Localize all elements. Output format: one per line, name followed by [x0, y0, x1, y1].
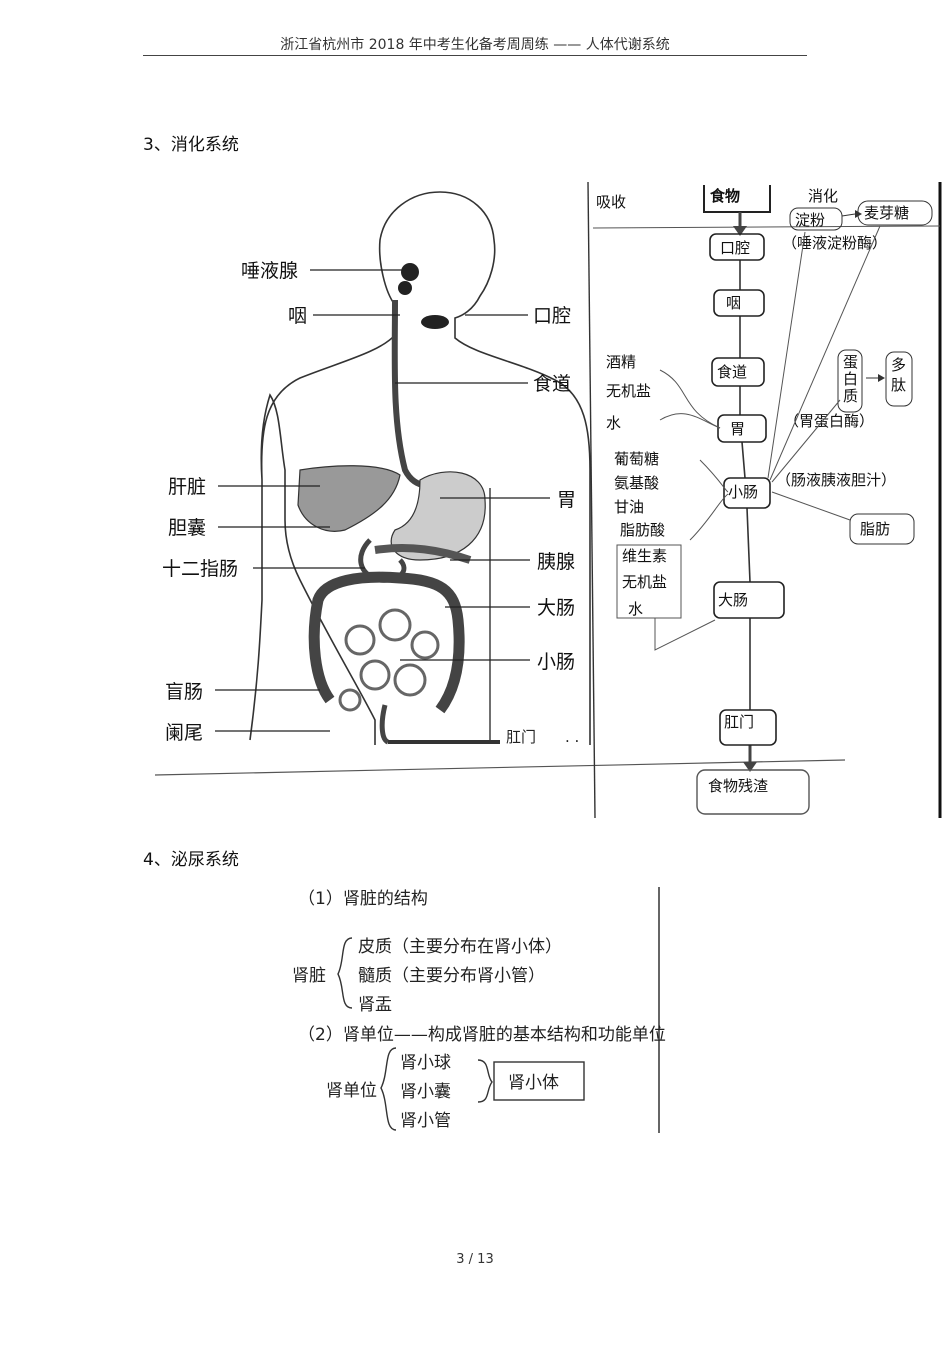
svg-text:质: 质 — [843, 387, 858, 405]
flow-food: 食物 — [710, 187, 740, 205]
label-stomach: 胃 — [557, 489, 576, 511]
label-mouth: 口腔 — [533, 305, 571, 327]
nephron-brace — [380, 1047, 397, 1131]
label-anus: 肛门 — [506, 728, 536, 746]
kidney-item-pelvis: 肾盂 — [358, 995, 392, 1015]
small-intestine-shape — [338, 608, 440, 712]
label-gallbladder: 胆囊 — [168, 517, 206, 539]
flow-fat: 脂肪 — [860, 520, 890, 538]
nephron-item-capsule: 肾小囊 — [400, 1082, 451, 1102]
flow-pharynx: 咽 — [726, 294, 741, 312]
nephron-heading: （2）肾单位——构成肾脏的基本结构和功能单位 — [298, 1025, 666, 1045]
stomach-shape — [390, 471, 486, 561]
flow-starch: 淀粉 — [795, 211, 825, 229]
large-intestine-shape — [308, 571, 465, 714]
svg-text:肽: 肽 — [891, 376, 906, 394]
flow-anus: 肛门 — [724, 713, 754, 731]
label-appendix: 阑尾 — [165, 722, 203, 744]
page-number: 3 / 13 — [456, 1252, 494, 1267]
label-salivary-gland: 唾液腺 — [241, 260, 298, 282]
kidney-item-cortex: 皮质（主要分布在肾小体） — [358, 937, 562, 957]
label-large-intestine: 大肠 — [537, 597, 575, 619]
flow-stomach: 胃 — [730, 420, 745, 438]
kidney-root: 肾脏 — [292, 966, 326, 986]
flow-large-intestine: 大肠 — [718, 591, 748, 609]
abs-salts-2: 无机盐 — [622, 573, 667, 591]
svg-text:白: 白 — [843, 370, 858, 388]
abs-vitamin: 维生素 — [622, 547, 667, 565]
body-outline — [249, 191, 591, 745]
kidney-structure-heading: （1）肾脏的结构 — [298, 889, 428, 909]
label-small-intestine: 小肠 — [537, 651, 575, 673]
abs-amino-acid: 氨基酸 — [614, 474, 659, 492]
flow-small-intestine: 小肠 — [728, 483, 758, 501]
renal-corpuscle-box: 肾小体 — [508, 1073, 559, 1093]
flow-maltose: 麦芽糖 — [864, 204, 909, 222]
esophagus-shape — [391, 299, 426, 488]
flow-residue: 食物残渣 — [708, 777, 768, 795]
abs-water-2: 水 — [628, 600, 643, 618]
page-header: 浙江省杭州市 2018 年中考生化备考周周练 —— 人体代谢系统 — [280, 37, 670, 53]
flow-mouth: 口腔 — [720, 239, 750, 257]
nephron-right-brace — [477, 1059, 493, 1103]
flow-digest: 消化 — [808, 187, 838, 205]
abs-water: 水 — [606, 414, 621, 432]
section-4-title: 4、泌尿系统 — [143, 850, 239, 870]
label-duodenum: 十二指肠 — [162, 558, 238, 580]
section-3-title: 3、消化系统 — [143, 135, 239, 155]
abs-salts: 无机盐 — [606, 382, 651, 400]
flow-protein-1: 蛋 — [843, 353, 858, 371]
header-rule — [143, 55, 807, 56]
abs-fatty-acid: 脂肪酸 — [620, 521, 665, 539]
abs-glycerol: 甘油 — [614, 498, 644, 516]
flow-peptide-1: 多 — [891, 356, 906, 374]
nephron-item-glomerulus: 肾小球 — [400, 1053, 451, 1073]
flow-juices: （肠液胰液胆汁） — [776, 471, 896, 489]
flow-saliva-amylase: （唾液淀粉酶） — [782, 234, 887, 252]
label-pharynx: 咽 — [288, 305, 307, 327]
liver-shape — [297, 465, 401, 532]
label-esophagus: 食道 — [533, 373, 571, 395]
label-liver: 肝脏 — [168, 476, 206, 498]
abs-alcohol: 酒精 — [606, 353, 636, 371]
kidney-item-medulla: 髓质（主要分布肾小管） — [358, 966, 545, 986]
nephron-root: 肾单位 — [326, 1081, 377, 1101]
flow-absorb: 吸收 — [596, 193, 626, 211]
flow-esophagus: 食道 — [717, 363, 747, 381]
abs-glucose: 葡萄糖 — [614, 450, 659, 468]
label-cecum: 盲肠 — [165, 681, 203, 703]
svg-text:. .: . . — [565, 728, 579, 746]
flow-pepsin: （胃蛋白酶） — [784, 412, 874, 430]
nephron-item-tubule: 肾小管 — [400, 1111, 451, 1131]
label-pancreas: 胰腺 — [537, 551, 575, 573]
kidney-brace — [337, 937, 353, 1009]
